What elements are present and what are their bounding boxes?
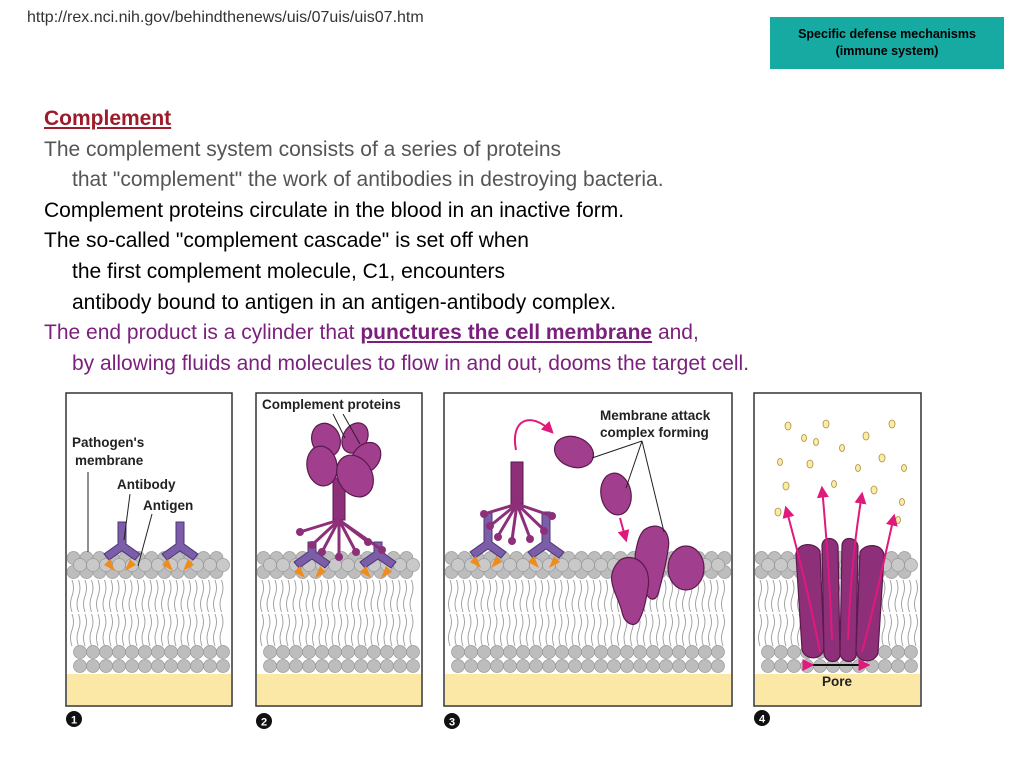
paragraph-4-post: and, bbox=[652, 321, 699, 345]
badge-line-2: (immune system) bbox=[835, 44, 939, 58]
step-1-badge bbox=[66, 711, 82, 727]
label-complement-proteins: Complement proteins bbox=[262, 397, 401, 412]
paragraph-2: Complement proteins circulate in the blo… bbox=[44, 198, 625, 222]
paragraph-1-line-1: The complement system consists of a seri… bbox=[44, 137, 562, 161]
step-2-badge bbox=[256, 713, 272, 729]
panel-2: Complement proteins 2 bbox=[255, 392, 423, 729]
step-3-badge bbox=[444, 713, 460, 729]
step-2-number: 2 bbox=[261, 717, 267, 729]
step-4-number: 4 bbox=[759, 714, 766, 726]
paragraph-3-line-3: antibody bound to antigen in an antigen-… bbox=[72, 290, 617, 314]
label-mac-1: Membrane attack bbox=[600, 408, 711, 423]
paragraph-4-pre: The end product is a cylinder that bbox=[44, 321, 361, 345]
badge-line-1: Specific defense mechanisms bbox=[798, 27, 976, 41]
panel-3: Membrane attack complex forming 3 bbox=[443, 392, 733, 729]
content-text: Complement The complement system consist… bbox=[44, 104, 1004, 379]
membrane-1 bbox=[66, 551, 231, 705]
paragraph-1-line-2: that "complement" the work of antibodies… bbox=[72, 168, 664, 192]
antibody-icon-2 bbox=[293, 541, 397, 578]
source-url[interactable]: http://rex.nci.nih.gov/behindthenews/uis… bbox=[27, 9, 424, 26]
complement-c1-icon bbox=[296, 422, 386, 561]
label-antibody: Antibody bbox=[117, 477, 176, 492]
c1-complex-icon bbox=[480, 461, 556, 545]
membrane-attack-complex-icon bbox=[553, 435, 705, 625]
paragraph-4-line-1: The end product is a cylinder that punct… bbox=[44, 318, 1004, 349]
antibody-icon bbox=[103, 521, 199, 571]
paragraph-3-line-1: The so-called "complement cascade" is se… bbox=[44, 229, 529, 253]
step-4-badge bbox=[754, 710, 770, 726]
step-1-number: 1 bbox=[71, 715, 77, 727]
label-antigen: Antigen bbox=[143, 498, 193, 513]
antigen-icon bbox=[104, 559, 194, 571]
antibody-icon-3 bbox=[469, 511, 565, 568]
section-heading: Complement bbox=[44, 107, 172, 130]
paragraph-4-line-2: by allowing fluids and molecules to flow… bbox=[72, 351, 750, 375]
emphasis-punctures: punctures the cell membrane bbox=[360, 321, 653, 345]
topic-badge: Specific defense mechanisms (immune syst… bbox=[770, 17, 1004, 69]
label-pore: Pore bbox=[822, 674, 853, 689]
membrane-3 bbox=[444, 551, 732, 705]
panel-1: Pathogen's membrane Antibody Antigen 1 bbox=[65, 392, 233, 727]
label-pathogen-2: membrane bbox=[75, 453, 144, 468]
step-3-number: 3 bbox=[449, 717, 455, 729]
label-mac-2: complex forming bbox=[600, 425, 709, 440]
panel-4: Pore 4 bbox=[753, 392, 922, 726]
fluid-particles bbox=[774, 419, 907, 524]
paragraph-3-line-2: the first complement molecule, C1, encou… bbox=[72, 259, 506, 283]
label-pathogen-1: Pathogen's bbox=[72, 435, 144, 450]
